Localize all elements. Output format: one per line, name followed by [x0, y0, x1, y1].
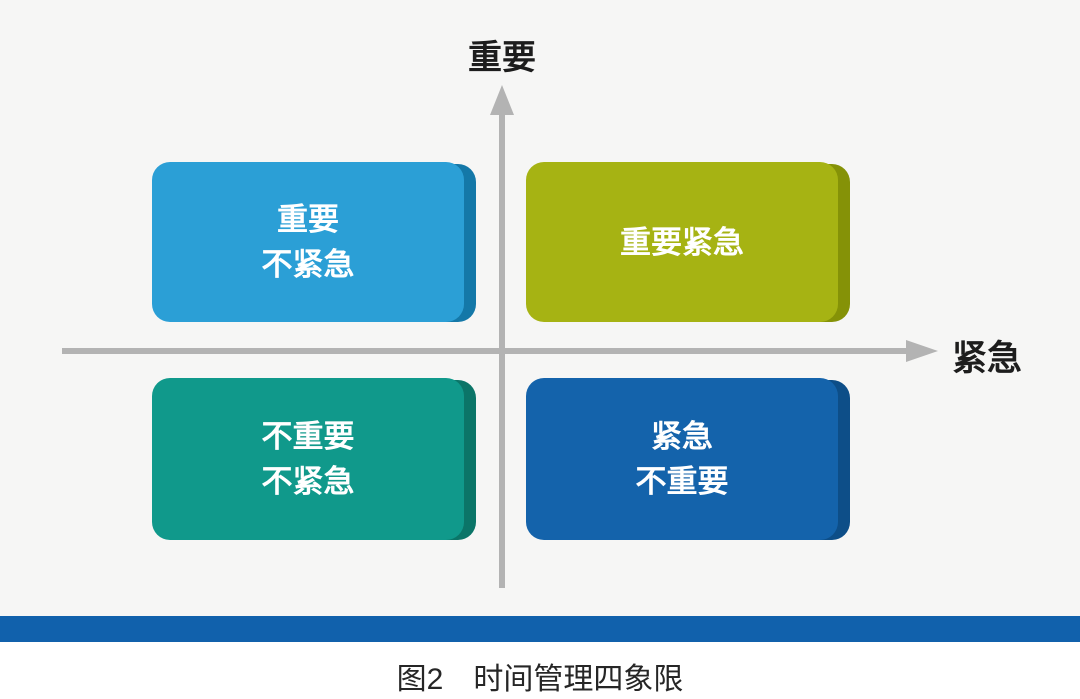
figure-caption: 图2 时间管理四象限: [396, 663, 684, 696]
quadrant-label-line2: 不重要: [635, 464, 729, 499]
quadrant-bottom_left: 不重要 不紧急: [152, 378, 476, 540]
quadrant-label-line1: 紧急: [651, 419, 713, 454]
x-axis-label: 紧急: [952, 339, 1023, 378]
y-axis-label: 重要: [468, 39, 536, 77]
quadrant-face: 不重要 不紧急: [152, 378, 464, 540]
y-axis-arrow-icon: [490, 85, 514, 115]
quadrant-bottom_right: 紧急 不重要: [526, 378, 850, 540]
quadrant-label-line1: 不重要: [261, 419, 355, 454]
quadrant-top_left: 重要 不紧急: [152, 162, 476, 322]
quadrant-label-line2: 不紧急: [261, 464, 355, 499]
quadrant-label-line2: 不紧急: [261, 247, 355, 282]
quadrant-diagram: 重要 紧急 重要 不紧急 重要紧急 不重要 不紧急: [62, 39, 1023, 588]
quadrant-face: 重要 不紧急: [152, 162, 464, 322]
divider-bar: [0, 616, 1080, 642]
quadrant-face: 紧急 不重要: [526, 378, 838, 540]
quadrant-label-line1: 重要: [277, 202, 339, 237]
quadrant-label-line1: 重要紧急: [620, 224, 744, 260]
quadrant-top_right: 重要紧急: [526, 162, 850, 322]
x-axis-arrow-icon: [906, 340, 938, 362]
quadrant-face: 重要紧急: [526, 162, 838, 322]
x-axis-line: [62, 348, 908, 354]
